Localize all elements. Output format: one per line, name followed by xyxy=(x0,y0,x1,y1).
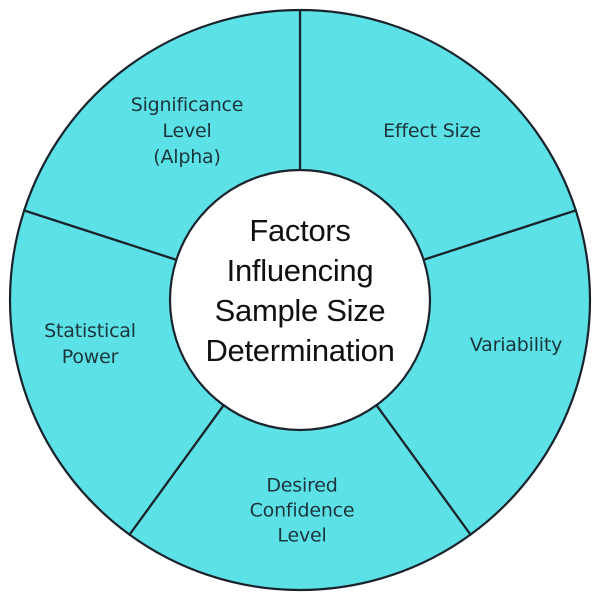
segment-label-statistical-power: Statistical Power xyxy=(44,320,136,368)
segment-significance-level xyxy=(23,8,302,261)
segment-label-desired-confidence-level: Desired Confidence Level xyxy=(249,474,355,547)
segment-label-effect-size: Effect Size xyxy=(383,120,481,142)
segment-desired-confidence-level xyxy=(128,404,472,592)
segment-label-significance-level: Significance Level (Alpha) xyxy=(130,94,244,168)
segment-label-variability: Variability xyxy=(469,334,563,356)
diagram-title: Factors Influencing Sample Size Determin… xyxy=(205,213,395,368)
segment-variability xyxy=(375,209,592,536)
segment-statistical-power xyxy=(8,209,225,536)
segment-effect-size xyxy=(298,8,577,261)
